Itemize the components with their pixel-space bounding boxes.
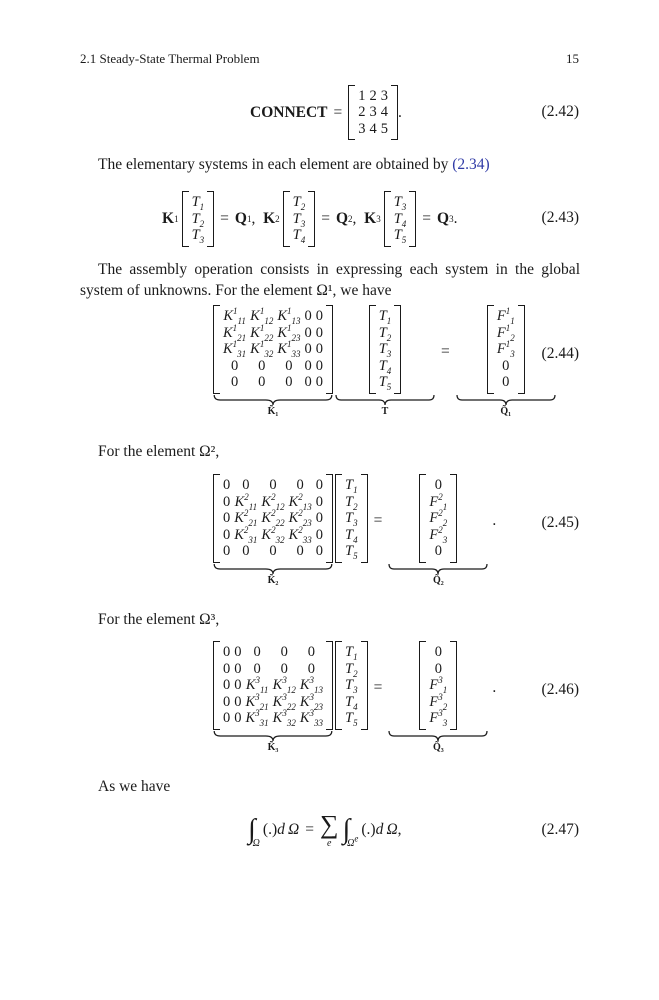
equation-number: (2.45) [541,514,579,531]
connect-label: CONNECT [250,103,328,121]
running-head: 2.1 Steady-State Thermal Problem 15 [80,51,579,69]
equation-2-47: ∫Ω (.)d Ω = ∑e ∫Ωe (.)d Ω, (2.47) [248,809,579,849]
paragraph: The elementary systems in each element a… [98,156,490,173]
equation-number: (2.47) [541,821,579,838]
section-title: 2.1 Steady-State Thermal Problem [80,51,260,66]
equation-number: (2.44) [541,345,579,362]
equation-number: (2.42) [541,103,579,120]
paragraph: As we have [98,778,171,795]
equation-number: (2.46) [541,681,579,698]
paragraph: For the element Ω³, [98,611,220,628]
page-number: 15 [566,51,579,66]
equation-number: (2.43) [541,209,579,226]
paragraph: The assembly operation consists in expre… [80,261,580,299]
equation-reference-link[interactable]: (2.34) [452,156,490,173]
paragraph: For the element Ω², [98,443,220,460]
